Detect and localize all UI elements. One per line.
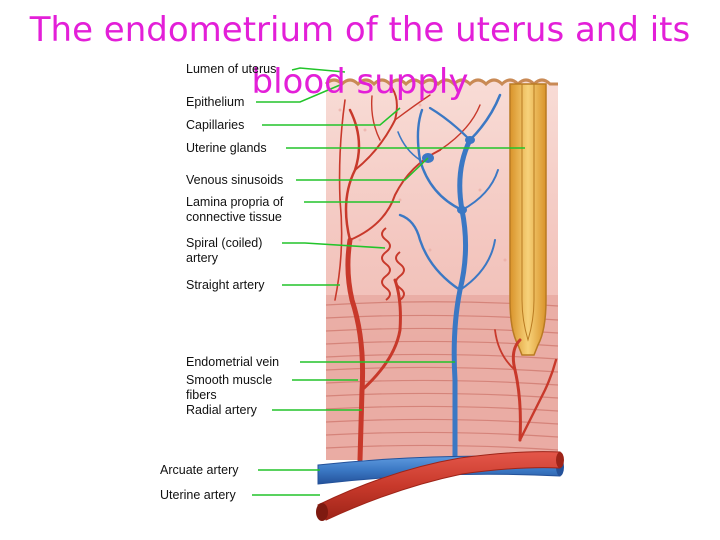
uterine-gland (510, 84, 546, 355)
label-venous-sinusoids: Venous sinusoids (186, 173, 283, 188)
label-radial-artery: Radial artery (186, 403, 257, 418)
label-uterine-glands: Uterine glands (186, 141, 267, 156)
label-spiral-artery: Spiral (coiled) artery (186, 236, 262, 266)
label-uterine-artery: Uterine artery (160, 488, 236, 503)
arcuate-vessels (316, 452, 564, 521)
label-endometrial-vein: Endometrial vein (186, 355, 279, 370)
label-epithelium: Epithelium (186, 95, 244, 110)
label-lumen: Lumen of uterus (186, 62, 276, 77)
leader-lumen (292, 68, 345, 72)
label-lamina-propria: Lamina propria of connective tissue (186, 195, 283, 225)
label-arcuate-artery: Arcuate artery (160, 463, 239, 478)
label-capillaries: Capillaries (186, 118, 244, 133)
label-smooth-muscle: Smooth muscle fibers (186, 373, 272, 403)
label-straight-artery: Straight artery (186, 278, 265, 293)
